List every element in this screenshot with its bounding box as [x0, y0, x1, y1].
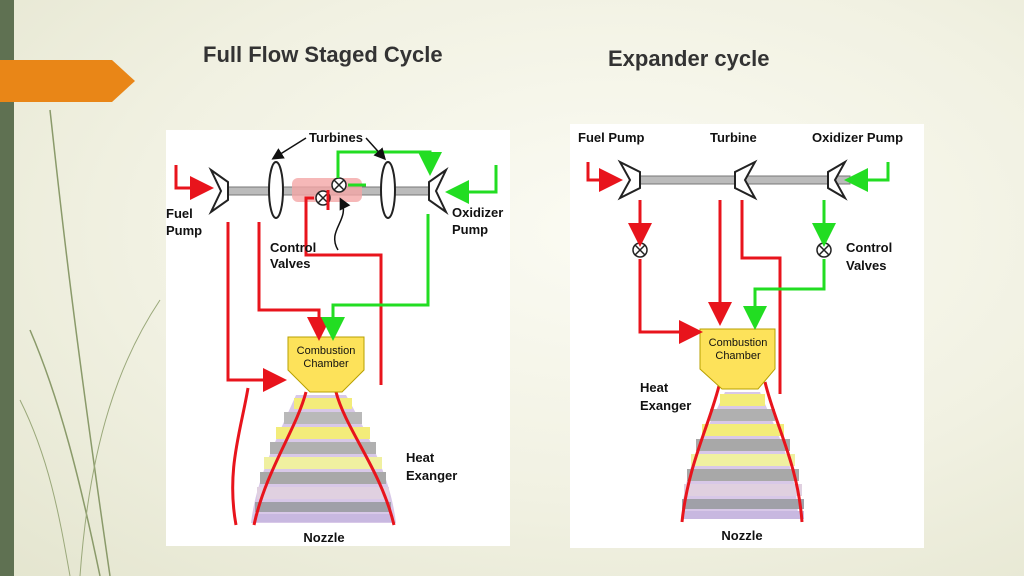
- oxidizer-pump-label: Oxidizer Pump: [812, 130, 903, 145]
- control-valve-icon: [331, 177, 347, 193]
- control-valves-label-2: Valves: [846, 258, 887, 273]
- full-flow-diagram: Combustion Chamber Turbines Fuel Pump Co…: [166, 130, 510, 546]
- heat-exchanger-label-1: Heat: [640, 380, 669, 395]
- heat-exchanger-bands: [251, 395, 396, 523]
- turbine-label: Turbine: [710, 130, 757, 145]
- nozzle-wall-right: [763, 381, 804, 523]
- fuel-pump-label-1: Fuel: [166, 206, 193, 221]
- nozzle-label: Nozzle: [721, 528, 762, 543]
- control-valve-icon: [632, 242, 648, 258]
- nozzle-label: Nozzle: [303, 530, 344, 545]
- fuel-pump-icon: [617, 159, 641, 201]
- fuel-lines: [174, 165, 383, 392]
- turbines-label: Turbines: [309, 130, 363, 145]
- heat-exchanger-label-2: Exanger: [406, 468, 457, 483]
- oxidizer-pump-label-2: Pump: [452, 222, 488, 237]
- heat-exchanger-bands: [682, 392, 804, 519]
- control-valves-label-1: Control: [846, 240, 892, 255]
- expander-cycle-diagram: Combustion Chamber Fuel Pump Turbine Oxi…: [570, 124, 924, 548]
- chamber-label-1: Combustion: [297, 345, 356, 357]
- control-valve-icon: [816, 242, 832, 258]
- control-valves-label-1: Control: [270, 240, 316, 255]
- accent-tab: [0, 60, 135, 102]
- nozzle-wall-left: [680, 381, 722, 523]
- control-valves-label-2: Valves: [270, 256, 311, 271]
- fuel-pump-label: Fuel Pump: [578, 130, 645, 145]
- chamber-label-1: Combustion: [709, 337, 768, 349]
- oxidizer-lines: [743, 162, 890, 330]
- left-title: Full Flow Staged Cycle: [203, 42, 443, 67]
- right-title: Expander cycle: [608, 46, 770, 71]
- decorative-lines: [19, 109, 161, 576]
- heat-exchanger-label-2: Exanger: [640, 398, 691, 413]
- sidebar-stripe: [0, 0, 14, 576]
- fuel-pump-icon: [208, 166, 229, 216]
- combustion-chamber: [287, 336, 365, 393]
- fuel-pump-label-2: Pump: [166, 223, 202, 238]
- chamber-label-2: Chamber: [303, 358, 349, 370]
- chamber-label-2: Chamber: [715, 350, 761, 362]
- turbine-icon: [734, 159, 758, 201]
- oxidizer-pump-label-1: Oxidizer: [452, 205, 503, 220]
- turbine-icon: [268, 161, 284, 219]
- nozzle-wall-right: [334, 391, 396, 526]
- oxidizer-pump-icon: [428, 166, 449, 216]
- fuel-lines: [586, 162, 782, 394]
- nozzle-wall-left: [252, 391, 308, 526]
- combustion-chamber: [699, 328, 776, 390]
- heat-exchanger-label-1: Heat: [406, 450, 435, 465]
- turbine-icon: [380, 161, 396, 219]
- oxidizer-pump-icon: [827, 159, 848, 201]
